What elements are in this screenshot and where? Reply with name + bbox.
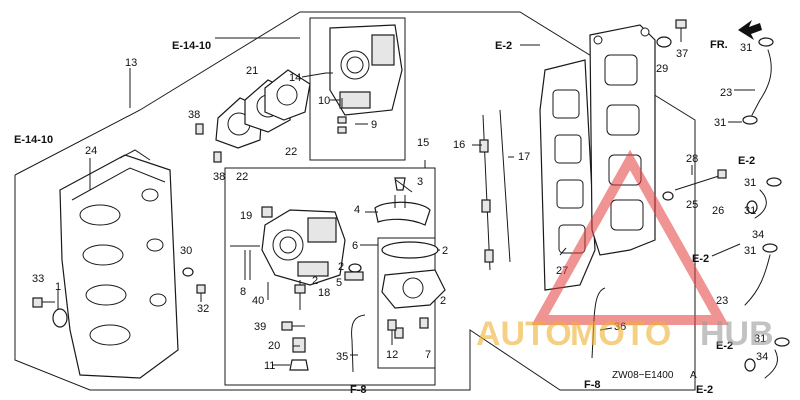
part-24: 24 xyxy=(85,145,97,157)
part-6: 6 xyxy=(352,240,358,252)
float-clip xyxy=(374,177,431,226)
part-30: 30 xyxy=(180,245,192,257)
part-11: 11 xyxy=(264,360,275,372)
part-2-chamber: 2 xyxy=(440,295,446,307)
part-34-lower: 34 xyxy=(756,351,768,363)
front-arrow-icon xyxy=(738,20,762,40)
part-31-c: 31 xyxy=(744,177,756,189)
part-32: 32 xyxy=(197,303,209,315)
part-31-e: 31 xyxy=(744,245,756,257)
diagram-code: ZW08−E1400 A xyxy=(612,370,697,381)
ref-e-2-right-2: E-2 xyxy=(692,253,709,265)
part-31-f: 31 xyxy=(754,333,766,345)
part-25: 25 xyxy=(686,199,698,211)
ref-e-2-right-1: E-2 xyxy=(738,155,755,167)
part-8: 8 xyxy=(240,286,246,298)
lower-carburetor xyxy=(230,206,346,371)
diagram-code-text: ZW08−E1400 xyxy=(612,370,674,381)
ref-f-8-bottom: F-8 xyxy=(584,379,601,391)
part-38-lower: 38 xyxy=(213,171,225,183)
watermark-brand-auto: AUTO xyxy=(476,315,572,353)
part-28: 28 xyxy=(686,153,698,165)
part-21: 21 xyxy=(246,65,258,77)
ref-e-2-right-3: E-2 xyxy=(716,340,733,352)
part-10: 10 xyxy=(318,95,330,107)
ref-e-2-top: E-2 xyxy=(495,40,512,52)
part-5: 5 xyxy=(336,277,342,289)
assembly-outlines xyxy=(14,11,696,391)
watermark-brand-hub: HUB xyxy=(700,315,774,353)
part-15: 15 xyxy=(417,137,429,149)
ref-e-14-10-left: E-14-10 xyxy=(14,134,53,146)
manifold-bolt xyxy=(32,297,68,328)
part-2-mid: 2 xyxy=(338,261,344,273)
part-37: 37 xyxy=(676,48,688,60)
part-19: 19 xyxy=(240,210,252,222)
part-4: 4 xyxy=(354,204,360,216)
misc-small-parts xyxy=(182,267,206,302)
part-3: 3 xyxy=(417,176,423,188)
part-40: 40 xyxy=(252,295,264,307)
part-39: 39 xyxy=(254,321,266,333)
ref-e-2-right-4: E-2 xyxy=(696,384,713,396)
ref-f-8-mid: F-8 xyxy=(350,384,367,396)
part-23-upper: 23 xyxy=(720,87,732,99)
part-23-lower: 23 xyxy=(716,295,728,307)
ref-e-14-10-top: E-14-10 xyxy=(172,40,211,52)
part-31-b: 31 xyxy=(714,117,726,129)
part-17: 17 xyxy=(518,151,530,163)
part-22-right: 22 xyxy=(285,146,297,158)
part-12: 12 xyxy=(386,349,398,361)
upper-gaskets xyxy=(195,69,311,163)
upper-carburetor xyxy=(325,24,403,134)
part-2-carb: 2 xyxy=(312,275,318,287)
part-14: 14 xyxy=(289,72,301,84)
cap-bolt xyxy=(656,19,687,48)
part-7: 7 xyxy=(425,349,431,361)
intake-manifold xyxy=(59,149,179,379)
seal-strips xyxy=(479,109,511,271)
part-22-left: 22 xyxy=(236,171,248,183)
part-13: 13 xyxy=(125,57,137,69)
ref-front: FR. xyxy=(710,39,728,51)
leader-lines xyxy=(57,37,755,366)
part-34-upper: 34 xyxy=(752,229,764,241)
long-bolt xyxy=(662,169,727,201)
part-20: 20 xyxy=(268,340,280,352)
part-callouts: 13 24 33 1 30 32 38 38 21 22 22 14 10 9 … xyxy=(32,42,768,372)
watermark: AUTO MOTO HUB xyxy=(476,149,774,353)
part-33: 33 xyxy=(32,273,44,285)
part-35: 35 xyxy=(336,351,348,363)
drain-hose xyxy=(351,314,397,373)
part-31-a: 31 xyxy=(740,42,752,54)
float-chamber xyxy=(344,241,446,339)
breather-hoses xyxy=(742,37,790,379)
reed-gasket xyxy=(539,59,596,291)
watermark-triangle-icon xyxy=(531,149,729,325)
part-9: 9 xyxy=(371,119,377,131)
part-31-d: 31 xyxy=(744,205,756,217)
diagram-code-suffix: A xyxy=(690,370,697,381)
part-38-upper: 38 xyxy=(188,109,200,121)
part-16: 16 xyxy=(453,139,465,151)
part-2-float: 2 xyxy=(442,245,448,257)
part-1: 1 xyxy=(55,281,61,293)
watermark-brand-moto: MOTO xyxy=(570,315,671,353)
part-18: 18 xyxy=(318,287,330,299)
reference-labels: E-14-10 E-14-10 E-2 E-2 E-2 E-2 E-2 F-8 … xyxy=(14,39,755,396)
part-29: 29 xyxy=(656,63,668,75)
part-26: 26 xyxy=(712,205,724,217)
